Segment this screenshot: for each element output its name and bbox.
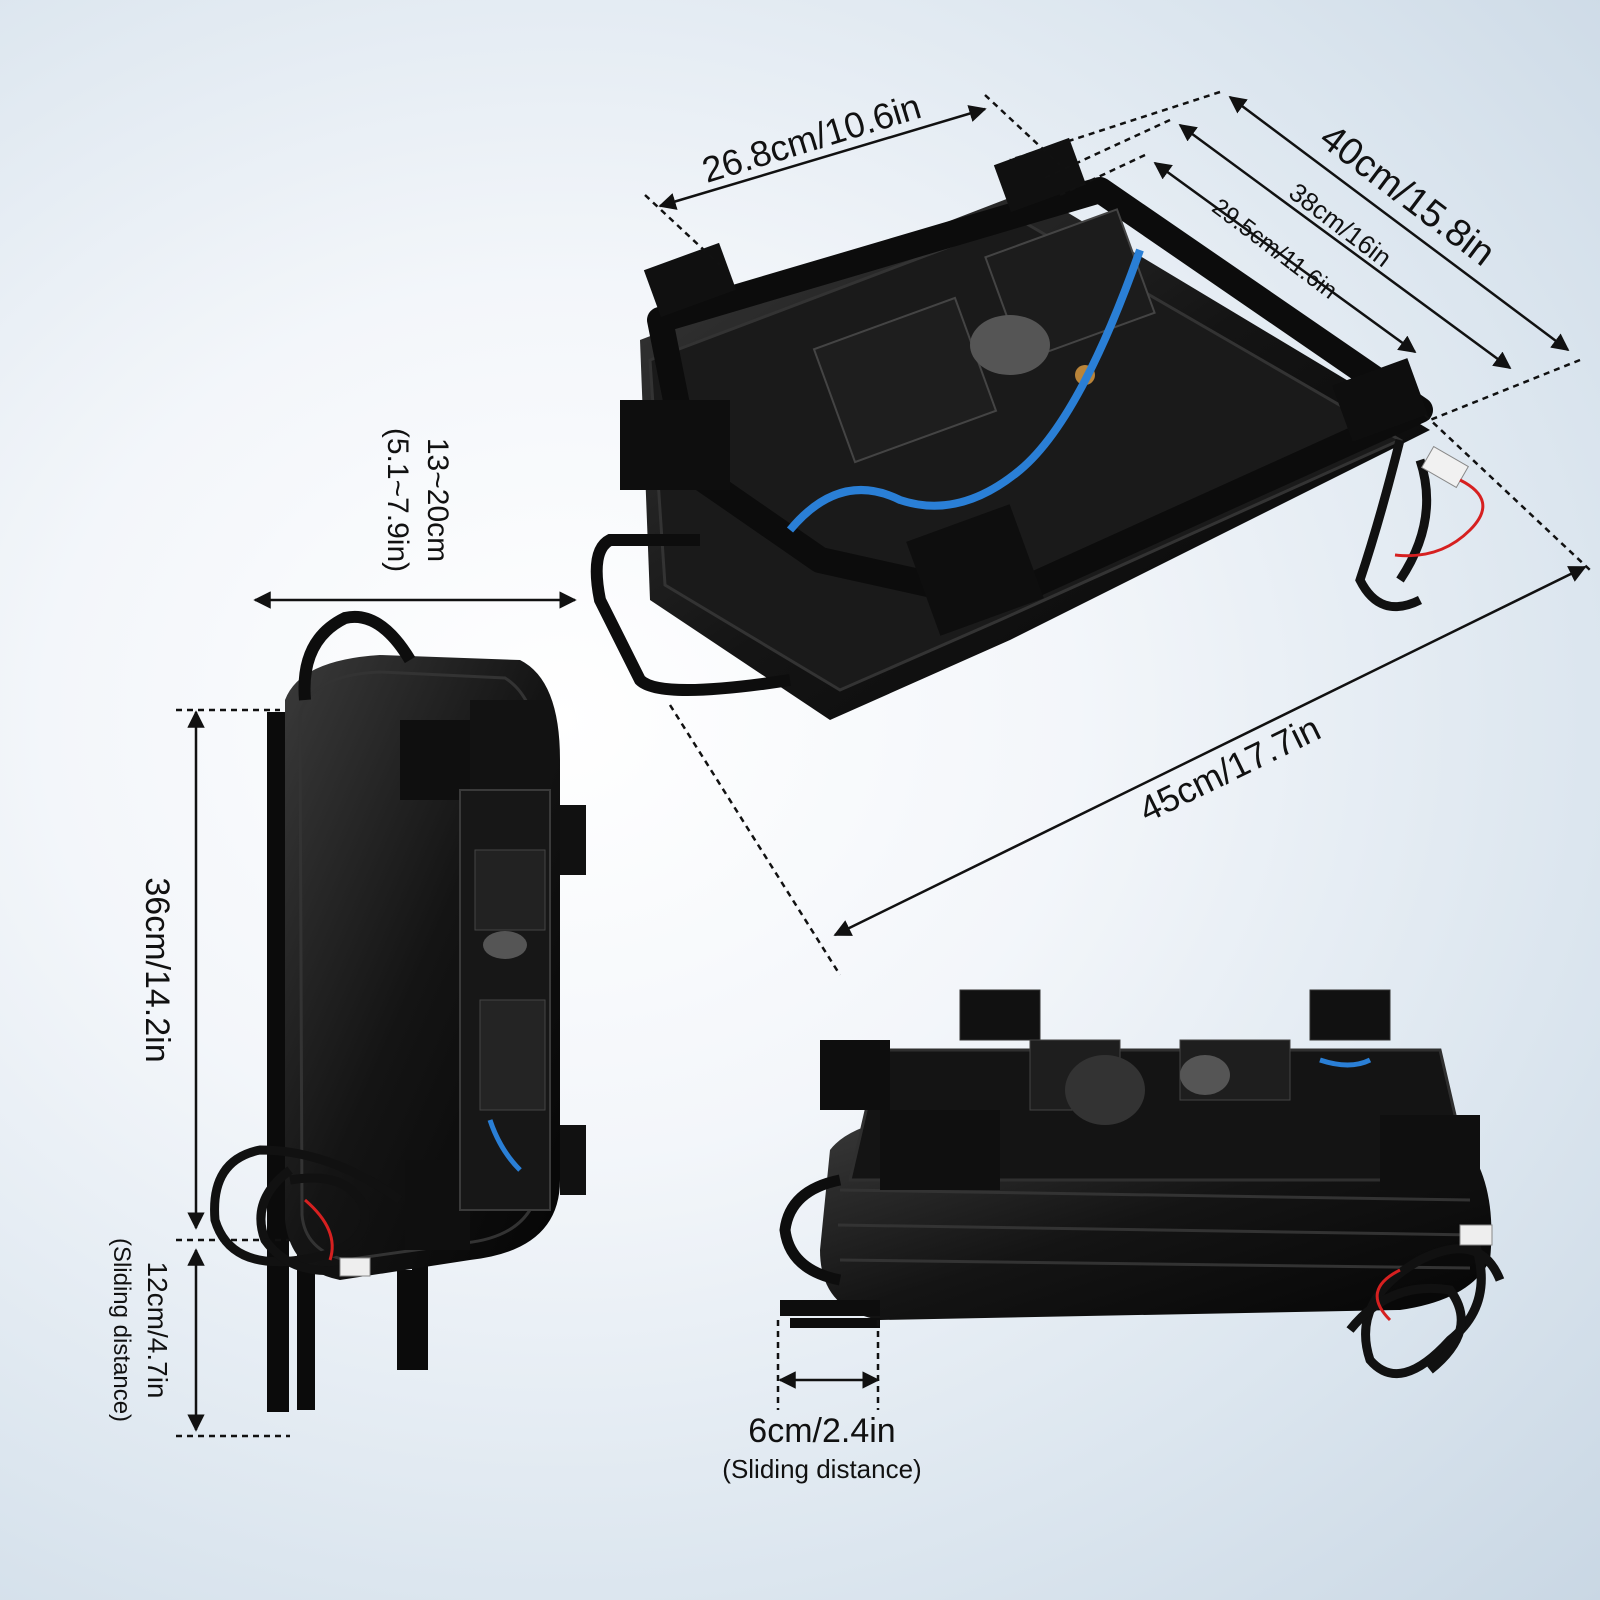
label-bottom-slide-note: (Sliding distance) [722, 1454, 921, 1484]
label-outer-depth: 40cm/15.8in [1312, 116, 1503, 274]
label-diagonal-length: 45cm/17.7in [1132, 707, 1326, 830]
label-side-slide-note: (Sliding distance) [108, 1238, 135, 1422]
seat-side-view-image [210, 610, 586, 1412]
dimension-lines [176, 90, 1591, 1438]
label-side-slide: 12cm/4.7in [142, 1262, 173, 1399]
label-height-range-in: (5.1~7.9in) [381, 428, 414, 572]
label-height-range-cm: 13~20cm [421, 438, 454, 562]
seat-front-view-image [779, 989, 1505, 1379]
label-bottom-slide: 6cm/2.4in [748, 1412, 895, 1450]
label-side-height: 36cm/14.2in [138, 877, 176, 1062]
